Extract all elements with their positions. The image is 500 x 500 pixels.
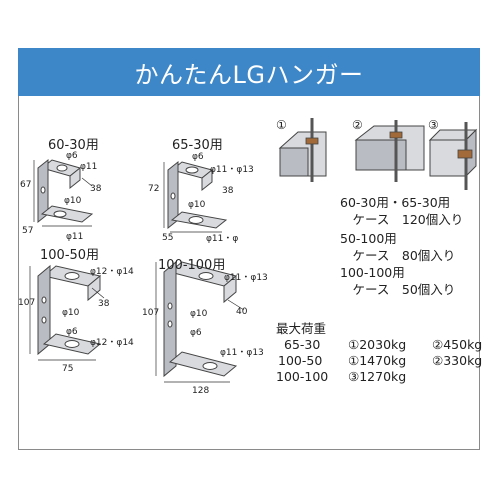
dim-100-50-d12-14-bottom: φ12・φ14 — [90, 338, 134, 348]
install-number-3: ③ — [428, 118, 439, 132]
hanger-60-30-drawing — [33, 158, 94, 227]
hanger-100-100-drawing — [155, 260, 245, 383]
dim-60-30-67: 67 — [20, 180, 32, 190]
page-title: かんたんLGハンガー — [18, 48, 480, 96]
model-label-60-30: 60-30用 — [48, 138, 99, 153]
load-row-model: 100-50 — [278, 353, 323, 368]
dim-65-30-38: 38 — [222, 186, 234, 196]
load-row-value-1: ①1470kg — [348, 353, 407, 368]
dim-60-30-d10: φ10 — [64, 196, 82, 206]
dim-100-50-d12-14-top: φ12・φ14 — [90, 267, 134, 277]
dim-100-50-d6: φ6 — [66, 327, 78, 337]
dim-65-30-d11-13: φ11・φ13 — [210, 165, 254, 175]
dim-65-30-d10: φ10 — [188, 200, 206, 210]
install-figure-3 — [428, 122, 478, 190]
hanger-65-30-drawing — [163, 160, 228, 233]
install-number-2: ② — [352, 118, 363, 132]
model-label-100-50: 100-50用 — [40, 248, 100, 263]
dim-60-30-d11-bottom: φ11 — [66, 232, 84, 242]
dim-100-50-75: 75 — [62, 364, 74, 374]
dim-65-30-d11-bottom: φ11・φ — [206, 234, 239, 244]
dim-100-100-d11-13-top: φ11・φ13 — [224, 273, 268, 283]
dim-100-50-38: 38 — [98, 299, 110, 309]
packing-line-3: 50-100用 — [340, 231, 397, 246]
dim-100-100-107: 107 — [142, 308, 160, 318]
catalog-panel — [18, 48, 480, 450]
dim-100-100-128: 128 — [192, 386, 210, 396]
dim-100-50-107: 107 — [18, 298, 36, 308]
packing-line-5: 100-100用 — [340, 265, 405, 280]
load-row-value-1: ③1270kg — [348, 369, 407, 384]
dim-100-100-40: 40 — [236, 307, 248, 317]
dim-60-30-57: 57 — [22, 226, 34, 236]
dim-100-100-d10: φ10 — [190, 309, 208, 319]
dim-65-30-d6: φ6 — [192, 152, 204, 162]
load-row-value-2: ②450kg — [432, 337, 483, 352]
model-label-100-100: 100-100用 — [158, 258, 226, 273]
dim-65-30-55: 55 — [162, 233, 174, 243]
dim-65-30-72: 72 — [148, 184, 160, 194]
load-row-model: 100-100 — [276, 369, 329, 384]
dim-60-30-38: 38 — [90, 184, 102, 194]
load-row-model: 65-30 — [284, 337, 321, 352]
packing-line-6: ケース 50個入り — [340, 282, 456, 297]
install-figure-1 — [278, 118, 327, 182]
packing-line-4: ケース 80個入り — [340, 248, 456, 263]
load-row-value-2: ②330kg — [432, 353, 483, 368]
dim-100-100-d6: φ6 — [190, 328, 202, 338]
install-number-1: ① — [276, 118, 287, 132]
hanger-100-50-drawing — [29, 264, 105, 361]
dim-60-30-d6: φ6 — [66, 151, 78, 161]
packing-line-1: 60-30用・65-30用 — [340, 195, 451, 210]
load-heading: 最大荷重 — [276, 321, 327, 336]
dim-100-50-d10: φ10 — [62, 308, 80, 318]
model-label-65-30: 65-30用 — [172, 138, 223, 153]
dim-60-30-d11-top: φ11 — [80, 162, 98, 172]
packing-line-2: ケース 120個入り — [340, 212, 464, 227]
load-row-value-1: ①2030kg — [348, 337, 407, 352]
dim-100-100-d11-13-bottom: φ11・φ13 — [220, 348, 264, 358]
install-figure-2 — [354, 120, 425, 182]
